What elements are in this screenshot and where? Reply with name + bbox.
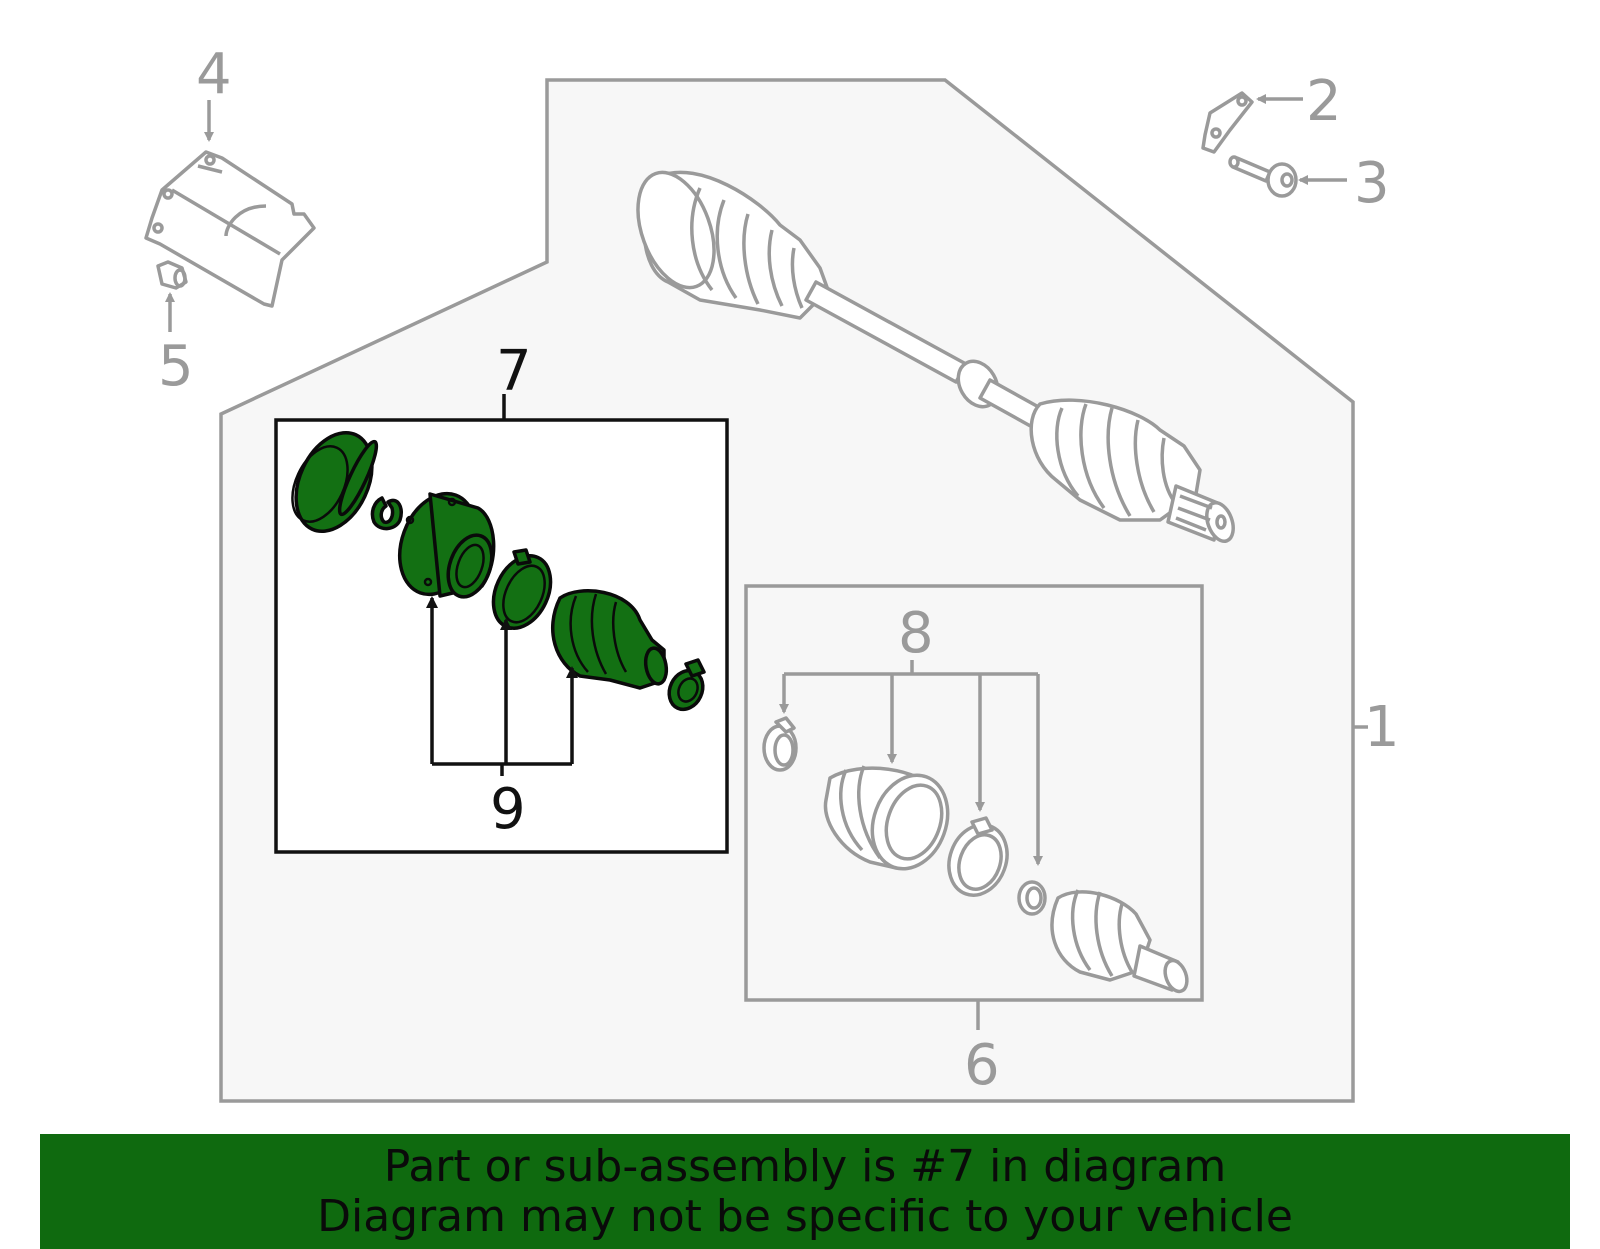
callout-1: 1: [1364, 695, 1400, 760]
clamp-mini-part: [1017, 880, 1047, 916]
clamp-large-part: [947, 816, 1009, 897]
cv-joint-part: [398, 491, 496, 599]
flange-cover-part: [291, 430, 379, 534]
nut-part: [156, 260, 188, 290]
heat-shield-part: [144, 150, 316, 308]
axle-shaft-assembly: [636, 170, 1235, 543]
outer-boot-part: [1050, 889, 1189, 994]
banner-line-2: Diagram may not be specific to your vehi…: [317, 1190, 1293, 1242]
callout-7: 7: [496, 339, 532, 404]
circlip-part: [370, 496, 403, 531]
callout-9: 9: [490, 777, 526, 842]
banner-line-1: Part or sub-assembly is #7 in diagram: [383, 1140, 1227, 1192]
bracket-part: [1201, 91, 1254, 154]
callout-5: 5: [158, 334, 194, 399]
callout-6: 6: [964, 1033, 1000, 1098]
joint-boot-part: [550, 589, 669, 690]
callout-2: 2: [1306, 69, 1342, 134]
inner-boot-part: [823, 765, 950, 871]
info-banner: Part or sub-assembly is #7 in diagram Di…: [40, 1134, 1570, 1249]
boot-clamp-part: [491, 548, 553, 630]
callout-3: 3: [1354, 151, 1390, 216]
small-clamp-part: [667, 658, 706, 712]
clamp-small-part: [762, 716, 798, 772]
callout-4: 4: [196, 42, 232, 107]
bolt-part: [1228, 155, 1298, 198]
callout-8: 8: [898, 601, 934, 666]
